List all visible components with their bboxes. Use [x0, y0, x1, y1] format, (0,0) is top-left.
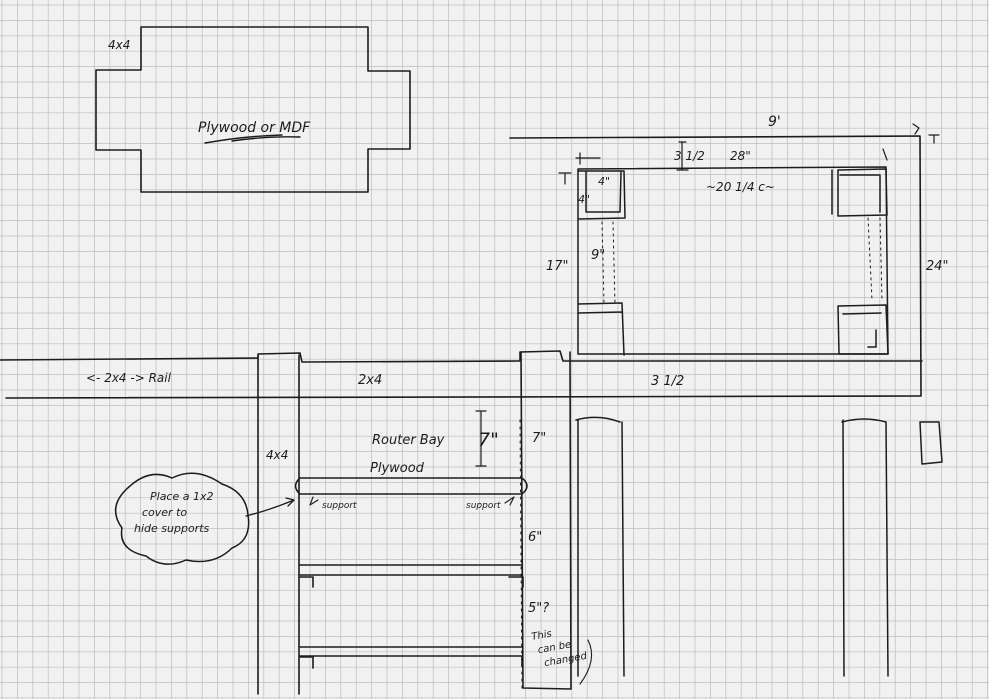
front-view: <- 2x4 -> Rail 2x4 4x4 Router Bay Plywoo… — [0, 350, 943, 695]
plan-center-spacing: ~20 1/4 c~ — [706, 180, 775, 194]
plan-inner-depth: 17" — [546, 259, 569, 274]
plan-right-guide — [867, 217, 883, 301]
front-bay-height: 7" — [478, 429, 499, 451]
plan-gap: 9" — [591, 248, 605, 263]
plan-post-depth: 4" — [578, 193, 590, 206]
side-profile-right — [841, 418, 889, 677]
callout-cloud — [114, 472, 250, 565]
plan-gap-guide — [601, 221, 616, 306]
front-router-shelf — [294, 477, 528, 495]
plan-top-offset: 3 1/2 — [674, 149, 705, 163]
plan-overall-depth: 24" — [926, 259, 949, 274]
plan-overall-width: 9' — [768, 114, 781, 130]
front-post-label: 4x4 — [266, 448, 288, 462]
rail-end-section — [919, 421, 943, 465]
front-bay-label: Router Bay — [372, 433, 445, 448]
front-left-leg — [257, 354, 300, 695]
callout-arrow — [245, 497, 295, 517]
front-rail-label: <- 2x4 -> Rail — [86, 371, 172, 385]
plan-post-top-right — [831, 168, 888, 217]
plan-post-bottom-right — [837, 304, 889, 355]
front-bottom-shelf — [299, 646, 523, 669]
plan-post-top-left — [577, 170, 626, 220]
front-shelf-gap-2: 5"? — [528, 601, 549, 616]
front-change-note: Thiscan bechanged — [531, 623, 589, 670]
front-bay-dimension — [475, 410, 487, 467]
front-rail-top-edge — [0, 350, 923, 363]
front-shelf-gap-1: 6" — [528, 530, 542, 545]
front-plywood-label: Plywood — [370, 461, 425, 476]
front-rail-mid-label: 2x4 — [358, 373, 382, 388]
plan-dimension-ticks — [558, 123, 940, 185]
plan-view: 9' 3 1/2 28" ~20 1/4 c~ 4" 4" 9" 17" 24"… — [5, 114, 949, 399]
plan-outer-frame — [5, 135, 922, 399]
front-support-left: support — [322, 501, 357, 511]
plan-post-width: 4" — [598, 175, 610, 188]
plan-post-bottom-left — [577, 302, 625, 356]
front-bay-height-right: 7" — [532, 431, 546, 446]
plan-bottom-offset: 3 1/2 — [651, 374, 684, 389]
top-view-outline — [95, 26, 411, 193]
front-support-right: support — [466, 501, 501, 511]
front-right-leg-dots — [519, 419, 523, 691]
top-view: 4x4 Plywood or MDF — [95, 26, 411, 193]
panel-label-underline — [204, 134, 301, 144]
front-right-leg — [520, 351, 572, 690]
support-arrows — [309, 496, 515, 506]
top-view-post-label: 4x4 — [108, 38, 130, 52]
plan-inner-length: 28" — [730, 149, 751, 163]
change-note-bracket — [579, 639, 593, 685]
front-middle-shelf — [299, 564, 524, 588]
side-profile-left — [575, 416, 625, 677]
top-view-panel-label: Plywood or MDF — [198, 120, 311, 136]
